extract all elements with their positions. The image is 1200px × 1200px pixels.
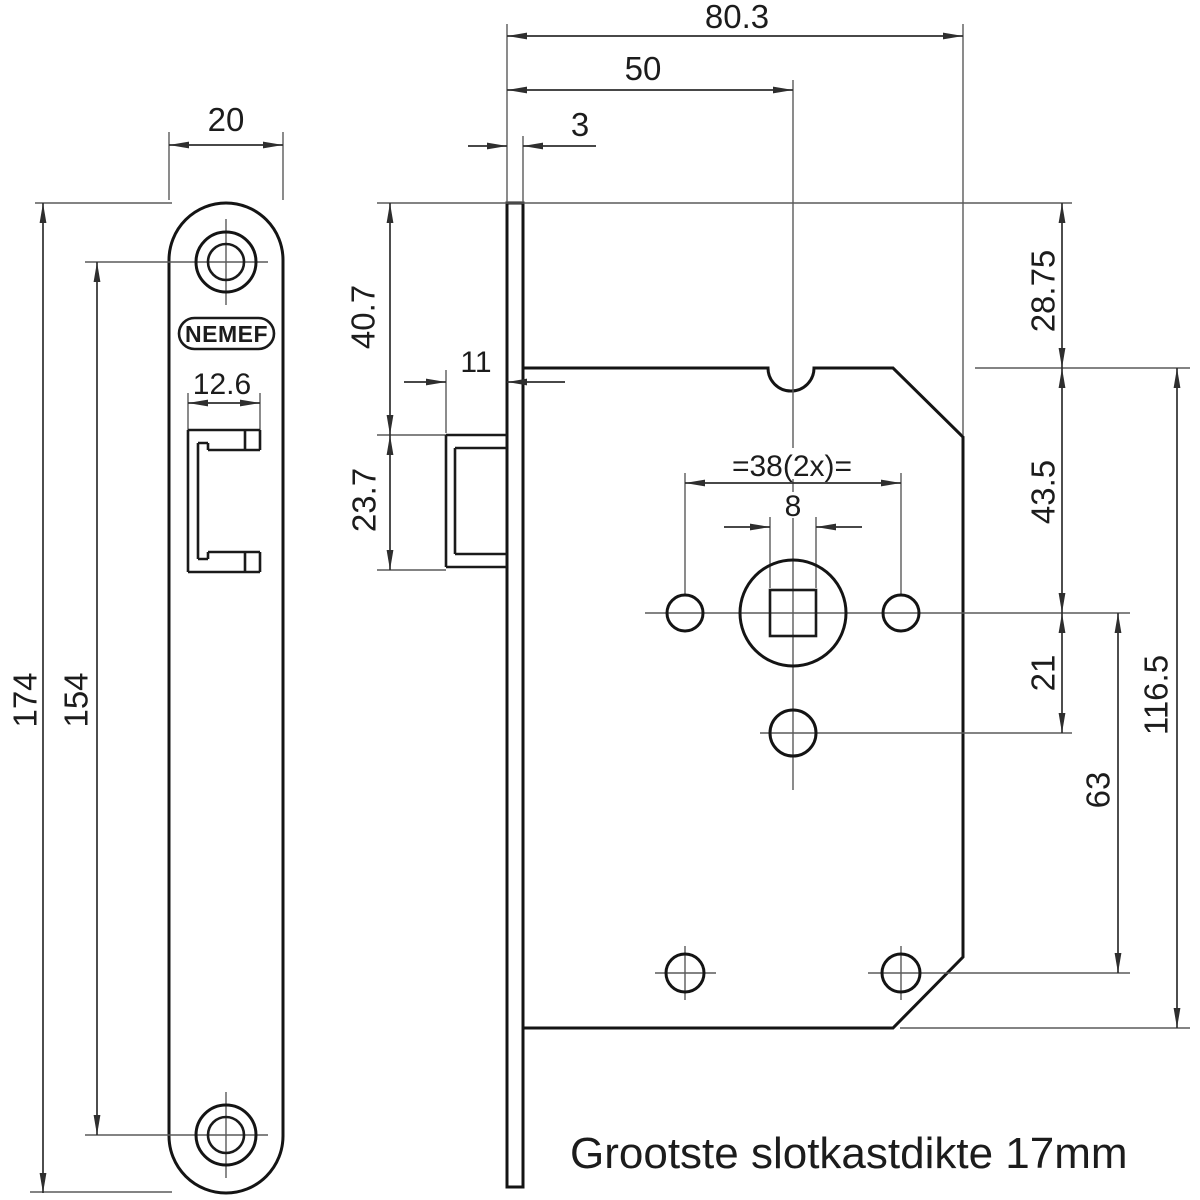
dimension-labels: 20 12.6 174 154 80.3 50 3 40.7 11 23.7 2… — [7, 0, 1175, 808]
side-view-details — [444, 433, 922, 994]
dim-spindle-square-label: 8 — [785, 490, 802, 523]
handle-screw-hole-left — [665, 593, 705, 633]
latch-side-profile — [444, 433, 507, 569]
brand-text: NEMEF — [185, 321, 268, 347]
dim-latch-height-label: 23.7 — [346, 468, 383, 532]
top-screw-hole-outer — [194, 230, 258, 294]
note-text: Grootste slotkastdikte 17mm — [570, 1129, 1128, 1178]
case-screw-hole-left — [664, 952, 706, 994]
bottom-screw-hole-inner — [206, 1115, 246, 1155]
spindle-hole — [738, 558, 848, 668]
latch-cutout-front — [186, 428, 262, 574]
cylinder-screw-hole — [768, 708, 818, 758]
front-view — [167, 201, 285, 1195]
dim-case-top-to-spindle-label: 43.5 — [1025, 460, 1062, 524]
handle-screw-hole-right — [881, 593, 921, 633]
dim-case-height-label: 116.5 — [1138, 655, 1175, 735]
dim-backset-label: 50 — [625, 50, 662, 87]
faceplate-side-profile — [505, 201, 525, 1189]
dim-latch-protrusion-label: 11 — [460, 346, 491, 379]
case-screw-hole-right — [880, 952, 922, 994]
dim-spindle-to-cylinder-label: 21 — [1025, 655, 1062, 692]
label-mask — [779, 492, 807, 518]
dim-faceplate-height-label: 174 — [7, 672, 44, 727]
front-view-details — [177, 230, 276, 1167]
dim-case-depth-total-label: 80.3 — [705, 0, 769, 35]
bottom-screw-hole-outer — [194, 1103, 258, 1167]
dimension-lines — [39, 32, 1181, 1193]
dim-spindle-to-case-screws-label: 63 — [1080, 772, 1117, 809]
faceplate-outline — [167, 201, 285, 1195]
dim-top-to-case-top-label: 28.75 — [1025, 250, 1062, 333]
dim-latch-cutout-width-label: 12.6 — [193, 368, 251, 401]
side-view — [505, 201, 965, 1189]
dim-top-to-latch-label: 40.7 — [345, 285, 382, 349]
dim-handle-screw-spacing-label: =38(2x)= — [732, 450, 852, 483]
top-screw-hole-inner — [206, 242, 246, 282]
dim-faceplate-width-label: 20 — [208, 101, 245, 138]
lock-case-outline — [521, 366, 965, 1030]
spindle-square-hole — [768, 588, 818, 638]
label-mask — [730, 448, 856, 479]
brand-badge — [177, 316, 276, 351]
dim-faceplate-thickness-label: 3 — [571, 106, 589, 143]
dim-screw-spacing-label: 154 — [58, 672, 95, 727]
